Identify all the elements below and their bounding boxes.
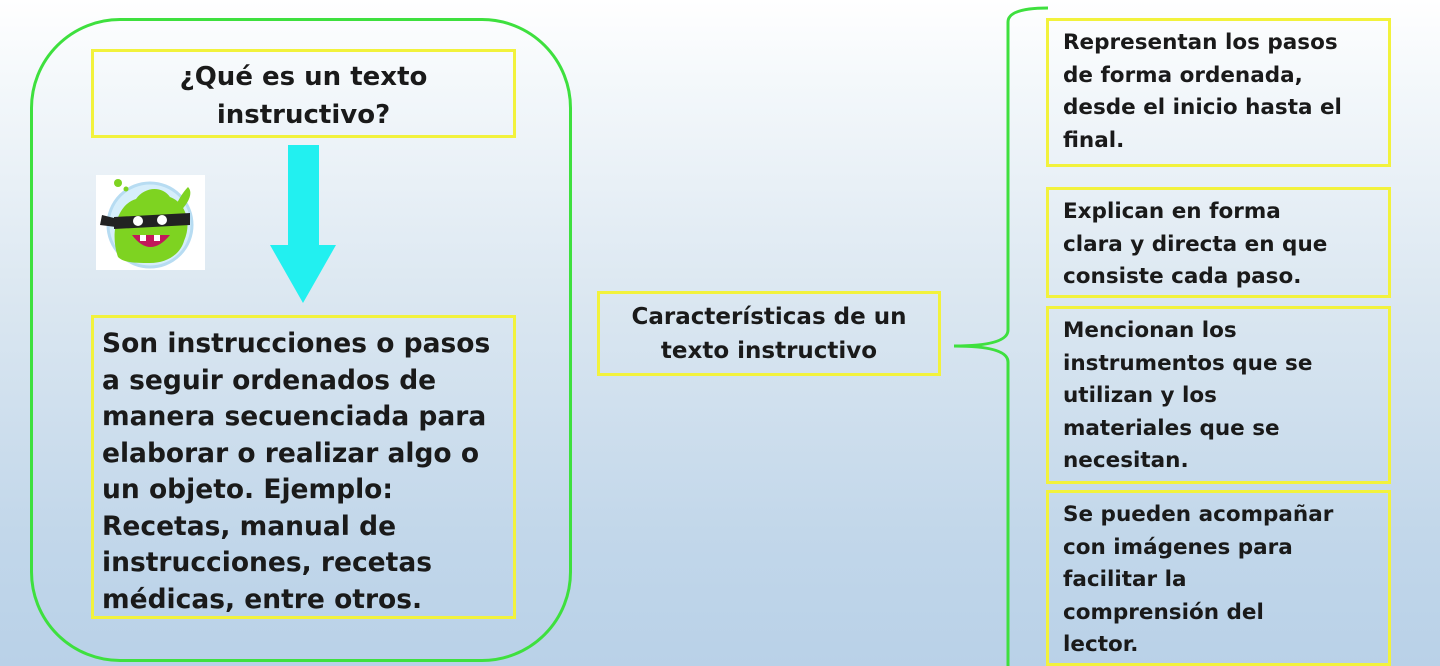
characteristic-1-line-4: final.: [1063, 127, 1125, 153]
characteristic-box-4: Se pueden acompañar con imágenes para fa…: [1046, 490, 1391, 666]
characteristic-4-line-2: con imágenes para: [1063, 534, 1293, 560]
definition-group-frame: [30, 18, 572, 662]
down-arrow-icon: [270, 145, 336, 303]
mascot-icon: [96, 175, 205, 270]
characteristic-box-3: Mencionan los instrumentos que se utiliz…: [1046, 306, 1391, 484]
definition-line-4: elaborar o realizar algo o: [102, 437, 480, 469]
definition-line-8: médicas, entre otros.: [102, 583, 423, 615]
characteristic-2-line-1: Explican en forma: [1063, 199, 1281, 224]
definition-line-3: manera secuenciada para: [102, 401, 487, 432]
characteristic-4-line-4: comprensión del: [1063, 599, 1264, 625]
characteristic-1-line-3: desde el inicio hasta el: [1063, 95, 1342, 120]
definition-line-1: Son instrucciones o pasos: [102, 328, 491, 359]
characteristic-2-line-3: consiste cada paso.: [1063, 264, 1302, 289]
characteristic-3-line-4: materiales que se: [1063, 415, 1280, 441]
definition-line-6: Recetas, manual de: [102, 510, 397, 542]
question-line-1: ¿Qué es un texto: [179, 62, 428, 92]
characteristic-3-line-5: necesitan.: [1063, 448, 1189, 473]
definition-line-2: a seguir ordenados de: [102, 364, 437, 396]
characteristic-3-line-1: Mencionan los: [1063, 318, 1237, 343]
characteristics-title-line-2: texto instructivo: [660, 338, 878, 364]
question-box: ¿Qué es un texto instructivo?: [91, 49, 516, 138]
characteristic-3-line-3: utilizan y los: [1063, 383, 1217, 408]
characteristic-box-2: Explican en forma clara y directa en que…: [1046, 187, 1391, 298]
question-line-2: instructivo?: [216, 100, 391, 130]
definition-line-5: un objeto. Ejemplo:: [102, 474, 393, 505]
characteristic-4-line-1: Se pueden acompañar: [1063, 502, 1334, 527]
definition-box: Son instrucciones o pasos a seguir orden…: [91, 315, 516, 619]
characteristics-title-box: Características de un texto instructivo: [597, 291, 941, 376]
green-monster-mascot-icon: [100, 179, 194, 269]
curly-bracket-connector: [953, 6, 1049, 666]
characteristic-1-line-1: Representan los pasos: [1063, 30, 1338, 55]
characteristic-2-line-2: clara y directa en que: [1063, 231, 1328, 257]
characteristic-4-line-5: lector.: [1063, 632, 1139, 657]
characteristic-box-1: Representan los pasos de forma ordenada,…: [1046, 18, 1391, 167]
definition-line-7: instrucciones, recetas: [102, 547, 432, 578]
characteristics-title-line-1: Características de un: [631, 304, 907, 330]
characteristic-1-line-2: de forma ordenada,: [1063, 62, 1303, 88]
characteristic-3-line-2: instrumentos que se: [1063, 350, 1313, 376]
characteristic-4-line-3: facilitar la: [1063, 567, 1187, 592]
